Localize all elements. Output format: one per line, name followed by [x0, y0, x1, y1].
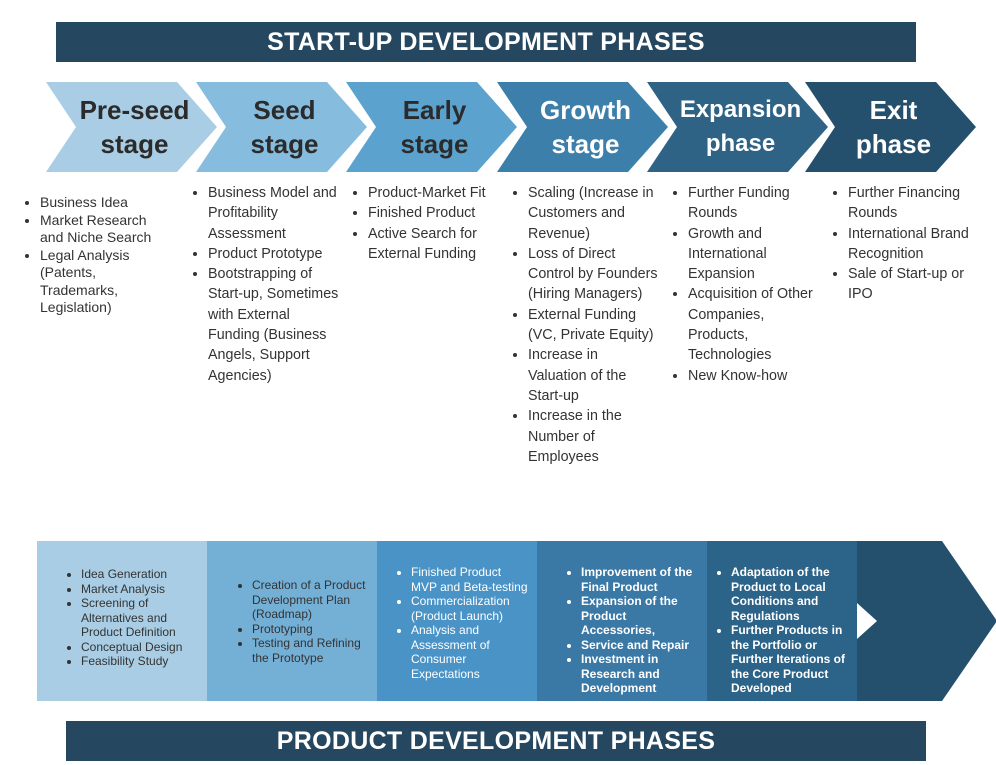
list-item: External Funding (VC, Private Equity) [528, 305, 658, 346]
list-item: Testing and Refining the Prototype [252, 636, 371, 665]
list-item: Market Research and Niche Search [40, 212, 162, 247]
product-block-4 [707, 541, 857, 701]
stage-label-line2: stage [100, 129, 169, 159]
stage-label-line2: phase [855, 129, 932, 159]
stage-label: Seed stage [222, 82, 347, 172]
list-item: Further Funding Rounds [688, 183, 820, 224]
list-item: Commercialization (Product Launch) [411, 594, 530, 623]
list-item: New Know-how [688, 366, 820, 386]
list-item: Bootstrapping of Start-up, Sometimes wit… [208, 264, 340, 386]
product-block-1 [207, 541, 377, 701]
list-item: Product Prototype [208, 244, 340, 264]
arrow-notch [857, 603, 877, 639]
stage-label: Exit phase [831, 82, 956, 172]
stage-label-line1: Seed [253, 95, 316, 125]
product-details-0: Idea GenerationMarket AnalysisScreening … [65, 567, 203, 669]
stage-label-line2: stage [400, 129, 469, 159]
stage-chevron-shape [497, 82, 668, 172]
list-item: Scaling (Increase in Customers and Reven… [528, 183, 658, 244]
list-item: Sale of Start-up or IPO [848, 264, 980, 305]
list-item: Finished Product MVP and Beta-testing [411, 565, 530, 594]
list-item: Analysis and Assessment of Consumer Expe… [411, 623, 530, 681]
list-item: Finished Product [368, 203, 498, 223]
list-item: Adaptation of the Product to Local Condi… [731, 565, 853, 623]
stage-chevron-shape [647, 82, 828, 172]
list-item: Business Idea [40, 194, 162, 212]
list-item: Legal Analysis (Patents, Trademarks, Leg… [40, 247, 162, 317]
list-item: Feasibility Study [81, 654, 203, 669]
product-block-3 [537, 541, 707, 701]
stage-chevron-shape [196, 82, 367, 172]
product-details-3: Improvement of the Final ProductExpansio… [565, 565, 695, 696]
stage-details-3: Scaling (Increase in Customers and Reven… [510, 183, 658, 467]
startup-phases-title: START-UP DEVELOPMENT PHASES [56, 22, 916, 62]
stage-details-1: Business Model and Profitability Assessm… [190, 183, 340, 386]
list-item: Idea Generation [81, 567, 203, 582]
stage-details-0: Business IdeaMarket Research and Niche S… [22, 194, 162, 317]
stage-label: Pre-seed stage [72, 82, 197, 172]
stage-details-2: Product-Market FitFinished ProductActive… [350, 183, 498, 264]
product-block-0 [37, 541, 207, 701]
stage-label-line2: stage [250, 129, 319, 159]
stage-chevron-shape [805, 82, 976, 172]
product-block-5 [857, 541, 996, 701]
stage-details-5: Further Financing RoundsInternational Br… [830, 183, 980, 305]
list-item: Expansion of the Product Accessories, [581, 594, 695, 638]
stage-label-line2: phase [705, 130, 776, 157]
stage-chevron-2: Early stage [346, 82, 517, 172]
stage-label: Early stage [372, 82, 497, 172]
list-item: Conceptual Design [81, 640, 203, 655]
stage-chevron-5: Exit phase [805, 82, 976, 172]
stage-label: Growth stage [523, 82, 648, 172]
list-item: Creation of a Product Development Plan (… [252, 578, 371, 622]
stage-label-line1: Growth [540, 95, 631, 125]
list-item: Acquisition of Other Companies, Products… [688, 284, 820, 365]
stage-label-line2: stage [551, 129, 620, 159]
product-phases-title: PRODUCT DEVELOPMENT PHASES [66, 721, 926, 761]
list-item: Further Financing Rounds [848, 183, 980, 224]
stage-label-line1: Expansion [679, 96, 802, 123]
product-details-4: Adaptation of the Product to Local Condi… [715, 565, 853, 696]
stage-label: Expansion phase [673, 82, 808, 172]
list-item: Market Analysis [81, 582, 203, 597]
product-block-2 [377, 541, 537, 701]
stage-label-line1: Exit [869, 95, 918, 125]
stage-chevron-shape [346, 82, 517, 172]
list-item: Increase in the Number of Employees [528, 406, 658, 467]
stage-chevron-4: Expansion phase [647, 82, 828, 172]
stage-label-line1: Early [402, 95, 467, 125]
list-item: Active Search for External Funding [368, 224, 498, 265]
list-item: Increase in Valuation of the Start-up [528, 345, 658, 406]
list-item: Service and Repair [581, 638, 695, 653]
product-details-1: Creation of a Product Development Plan (… [236, 578, 371, 665]
list-item: Prototyping [252, 622, 371, 637]
list-item: Product-Market Fit [368, 183, 498, 203]
product-details-2: Finished Product MVP and Beta-testingCom… [395, 565, 530, 681]
stage-details-4: Further Funding RoundsGrowth and Interna… [670, 183, 820, 386]
stage-chevron-3: Growth stage [497, 82, 668, 172]
list-item: International Brand Recognition [848, 224, 980, 265]
stage-chevron-shape [46, 82, 217, 172]
list-item: Improvement of the Final Product [581, 565, 695, 594]
list-item: Loss of Direct Control by Founders (Hiri… [528, 244, 658, 305]
list-item: Further Products in the Portfolio or Fur… [731, 623, 853, 696]
list-item: Business Model and Profitability Assessm… [208, 183, 340, 244]
list-item: Screening of Alternatives and Product De… [81, 596, 203, 640]
stage-chevron-0: Pre-seed stage [46, 82, 217, 172]
product-phase-arrow [37, 541, 996, 701]
list-item: Growth and International Expansion [688, 224, 820, 285]
stage-chevron-1: Seed stage [196, 82, 367, 172]
list-item: Investment in Research and Development [581, 652, 695, 696]
stage-label-line1: Pre-seed [79, 95, 190, 125]
